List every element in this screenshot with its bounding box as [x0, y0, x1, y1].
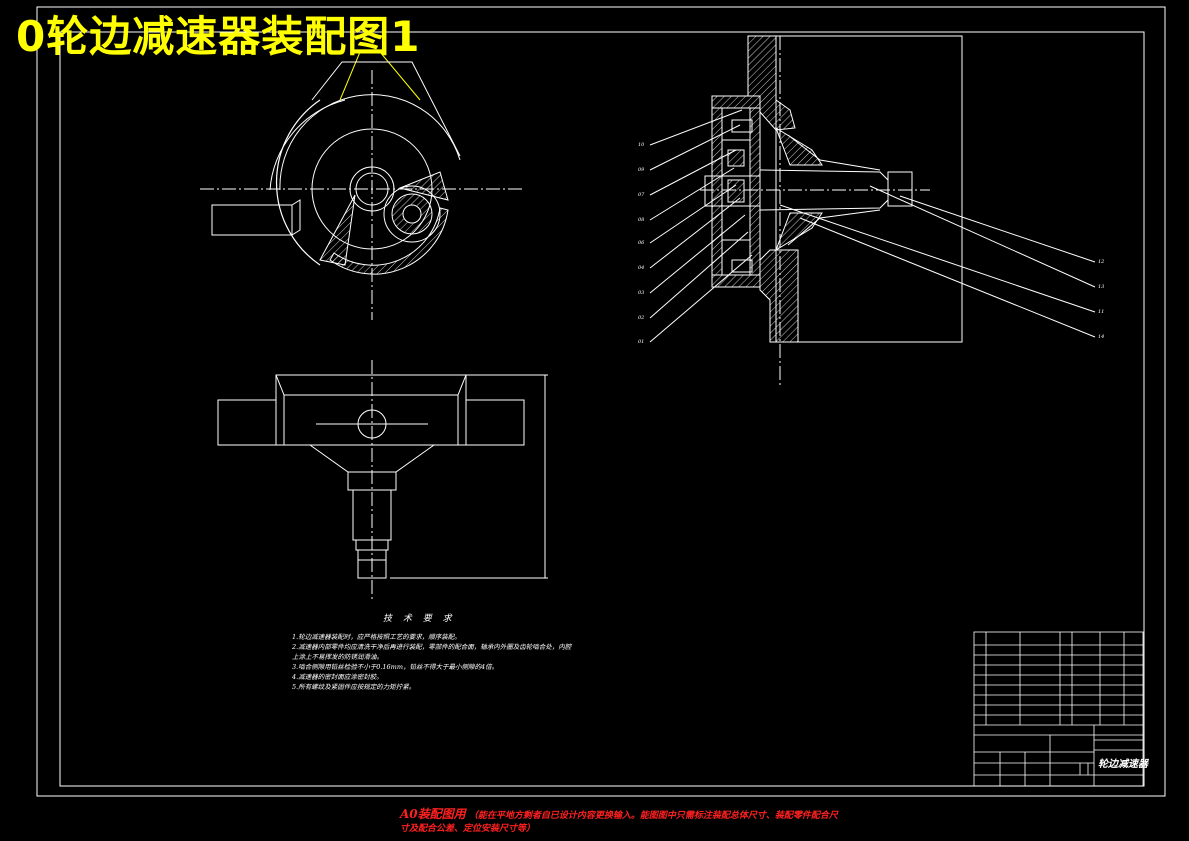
top-view — [217, 360, 548, 600]
callout-label: 11 — [1098, 309, 1105, 315]
tech-note: 1.轮边减速器装配时，应严格按照工艺的要求，顺序装配。 — [292, 633, 461, 641]
tech-note: 5.所有螺纹及紧固件应按规定的力矩拧紧。 — [292, 683, 416, 691]
footer-note: A0装配图用 （能在平地方剩者自已设计内容更换输入。能图图中只需标注装配总体尺寸… — [400, 808, 840, 836]
tech-requirements-title: 技 术 要 求 — [383, 614, 456, 624]
callout-label: 09 — [638, 167, 645, 173]
drawing-title: 0轮边减速器装配图1 — [16, 12, 421, 61]
inner-frame — [59, 31, 1145, 787]
footer-detail: （能在平地方剩者自已设计内容更换输入。能图图中只需标注装配总体尺寸、装配零件配合… — [400, 811, 838, 834]
callout-label: 12 — [1098, 259, 1105, 265]
callout-label: 04 — [638, 265, 645, 271]
part-name: 轮边减速器 — [1098, 759, 1148, 770]
callout-label: 01 — [638, 339, 645, 345]
section-view — [649, 35, 1096, 385]
callout-label: 06 — [638, 240, 645, 246]
footer-main: A0装配图用 — [400, 807, 466, 821]
callout-label: 10 — [638, 142, 645, 148]
tech-note: 2.减速器内部零件均应清洗干净后再进行装配，零部件的配合面，轴承内外圈及齿轮啮合… — [292, 643, 572, 651]
outer-frame — [36, 6, 1166, 797]
tech-notes: 1.轮边减速器装配时，应严格按照工艺的要求，顺序装配。 2.减速器内部零件均应清… — [292, 632, 622, 692]
tech-note: 4.减速器的密封面应涂密封胶。 — [292, 673, 383, 681]
callout-label: 13 — [1098, 284, 1105, 290]
callout-label: 14 — [1098, 334, 1105, 340]
callout-label: 02 — [638, 315, 645, 321]
callout-label: 08 — [638, 217, 645, 223]
tech-note: 上涂上不易挥发的防锈润滑油。 — [292, 653, 383, 661]
title-block — [973, 631, 1144, 787]
callout-label: 07 — [638, 192, 645, 198]
tech-note: 3.啮合侧隙用铅丝检验不小于0.16mm，铅丝不得大于最小侧隙的4倍。 — [292, 663, 499, 671]
end-view — [200, 51, 525, 320]
callout-label: 03 — [638, 290, 645, 296]
